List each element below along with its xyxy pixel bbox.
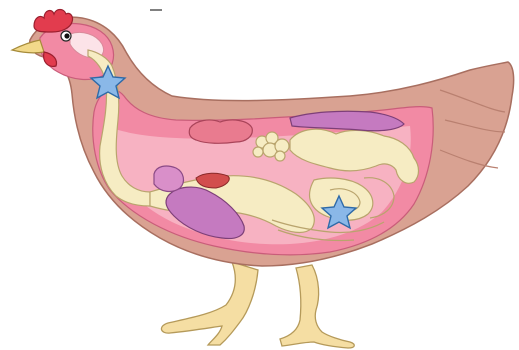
legs: [161, 262, 354, 348]
comb: [34, 10, 73, 33]
left-leg: [161, 262, 258, 345]
crop: [189, 120, 252, 143]
beak: [12, 40, 44, 53]
eye-pupil: [64, 33, 69, 38]
right-leg: [280, 265, 354, 348]
heart: [154, 166, 183, 191]
